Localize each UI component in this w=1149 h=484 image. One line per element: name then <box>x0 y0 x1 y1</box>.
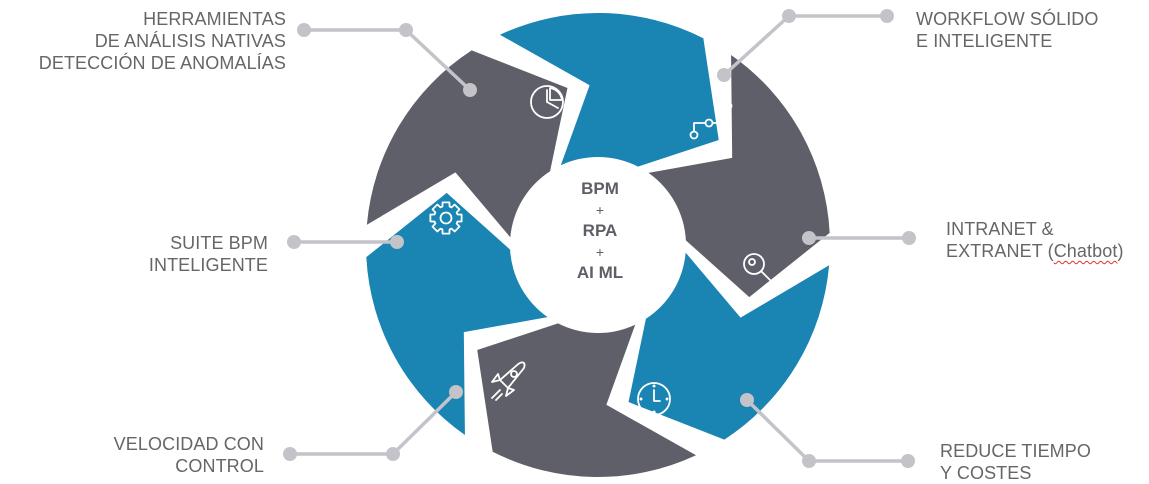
label-reduce: REDUCE TIEMPO Y COSTES <box>940 440 1091 484</box>
label-intranet: INTRANET & EXTRANET (Chatbot) <box>946 218 1124 262</box>
label-suite-line-1: SUITE BPM <box>170 233 268 253</box>
rocket-icon <box>491 361 526 401</box>
label-reduce-line-1: REDUCE TIEMPO <box>940 441 1091 461</box>
connector-dot <box>740 393 754 407</box>
connector-dot <box>386 447 400 461</box>
key-icon <box>743 253 779 290</box>
gear-icon <box>429 201 463 235</box>
label-reduce-line-2: Y COSTES <box>940 463 1032 483</box>
label-suite: SUITE BPM INTELIGENTE <box>149 232 268 276</box>
chatbot-word: Chatbot <box>1053 241 1118 261</box>
center-label: BPM + RPA + AI ML <box>520 178 680 284</box>
center-plus-2: + <box>595 244 605 260</box>
connector-dot <box>901 454 915 468</box>
pie-chart-icon <box>530 85 564 119</box>
center-rpa: RPA <box>582 221 618 240</box>
segment-velocidad <box>366 192 548 436</box>
label-analytics-line-1: HERRAMIENTAS <box>143 9 286 29</box>
connector-dot <box>802 454 816 468</box>
connector-dot <box>463 83 477 97</box>
connector-velocidad <box>283 385 463 461</box>
icons-group <box>429 85 779 416</box>
connector-dot <box>390 235 404 249</box>
center-circle <box>512 159 684 331</box>
center-bpm: BPM <box>581 179 619 198</box>
label-intranet-line-2: EXTRANET (Chatbot) <box>946 241 1124 261</box>
connector-workflow <box>717 9 894 82</box>
label-intranet-line-1: INTRANET & <box>946 219 1054 239</box>
connector-suite <box>287 235 404 249</box>
label-workflow: WORKFLOW SÓLIDO E INTELIGENTE <box>916 8 1099 52</box>
segment-reduce <box>477 323 697 477</box>
connectors-group <box>283 9 916 468</box>
label-analytics: HERRAMIENTAS DE ANÁLISIS NATIVAS DETECCI… <box>39 8 286 74</box>
center-plus-1: + <box>595 202 605 218</box>
segment-suite <box>366 50 568 238</box>
segments-group <box>366 13 830 477</box>
connector-dot <box>297 23 311 37</box>
center-aiml: AI ML <box>576 263 624 282</box>
label-velocidad-line-2: CONTROL <box>175 456 264 476</box>
connector-dot <box>283 447 297 461</box>
connector-dot <box>399 23 413 37</box>
connector-dot <box>880 9 894 23</box>
label-workflow-line-2: E INTELIGENTE <box>916 31 1053 51</box>
label-velocidad-line-1: VELOCIDAD CON <box>113 434 264 454</box>
label-analytics-line-3: DETECCIÓN DE ANOMALÍAS <box>38 53 286 73</box>
connector-intranet <box>802 231 916 245</box>
label-suite-line-2: INTELIGENTE <box>148 255 268 275</box>
label-velocidad: VELOCIDAD CON CONTROL <box>114 433 264 477</box>
connector-dot <box>802 231 816 245</box>
segment-workflow <box>648 54 830 298</box>
connector-dot <box>449 385 463 399</box>
workflow-icon <box>689 101 733 140</box>
connector-dot <box>287 235 301 249</box>
segment-analytics <box>499 13 719 167</box>
connector-dot <box>717 68 731 82</box>
connector-reduce <box>740 393 915 468</box>
connector-dot <box>782 9 796 23</box>
label-workflow-line-1: WORKFLOW SÓLIDO <box>916 9 1099 29</box>
segment-intranet <box>628 252 830 440</box>
connector-analytics <box>297 23 477 97</box>
connector-dot <box>902 231 916 245</box>
clock-icon <box>637 382 671 416</box>
label-analytics-line-2: DE ANÁLISIS NATIVAS <box>94 31 286 51</box>
